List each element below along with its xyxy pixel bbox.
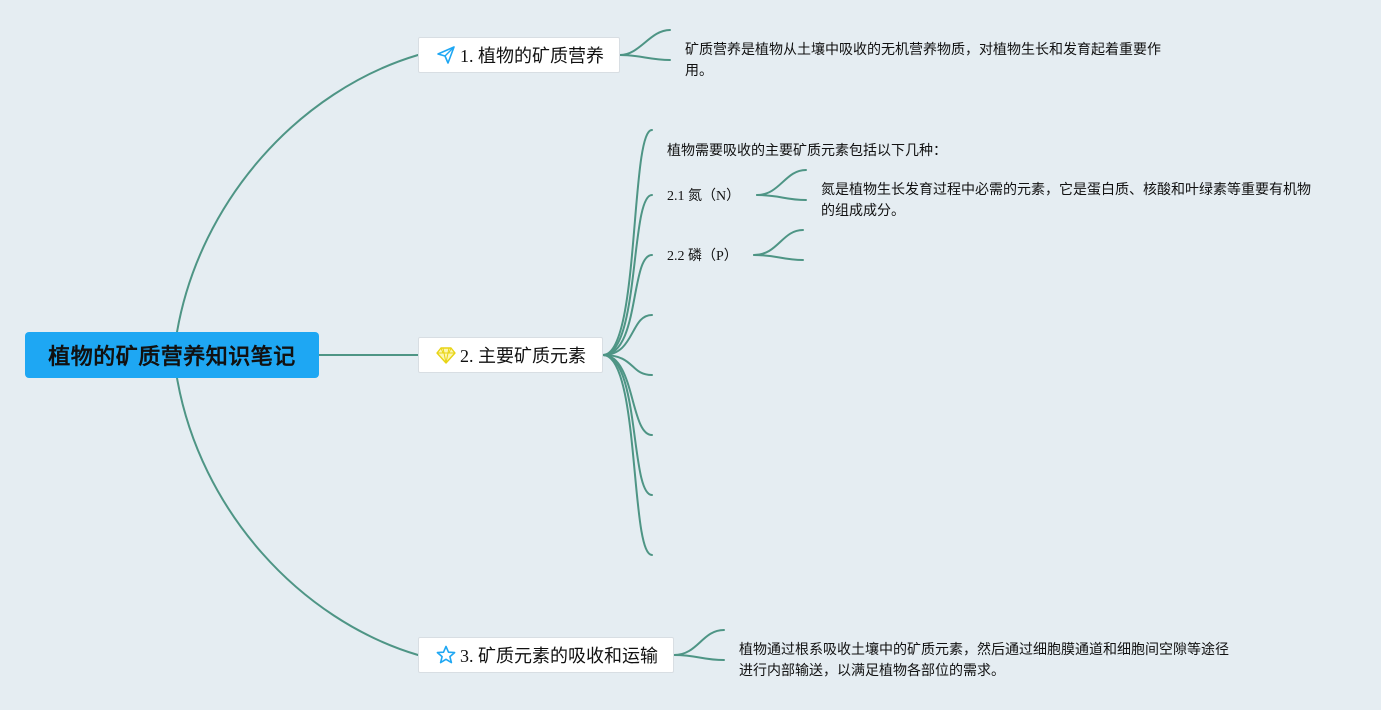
connector-root-branch-1 [176, 54, 419, 333]
subtopic-nitrogen-note[interactable]: 氮是植物生长发育过程中必需的元素，它是蛋白质、核酸和叶绿素等重要有机物的组成成分… [821, 183, 1311, 219]
branch-topic-3-label: 3. 矿质元素的吸收和运输 [460, 646, 658, 666]
connector-branch-2-child-1 [602, 129, 653, 356]
subtopic-phosphorus[interactable]: 2.2 磷（P） [667, 249, 738, 264]
connector-item-2-fork-bottom [753, 254, 804, 261]
connector-branch-2-child-7 [602, 354, 653, 496]
connector-branch-1-fork-top [619, 29, 671, 56]
connector-branch-2-child-4 [602, 314, 653, 356]
connector-branch-1-fork-bottom [619, 54, 671, 61]
branch-topic-3[interactable]: 3. 矿质元素的吸收和运输 [418, 637, 674, 673]
connector-branch-3-fork-top [673, 629, 725, 656]
star-icon [435, 644, 457, 666]
subtopic-nitrogen[interactable]: 2.1 氮（N） [667, 189, 741, 204]
connector-branch-2-child-2 [602, 194, 653, 356]
branch-topic-1[interactable]: 1. 植物的矿质营养 [418, 37, 620, 73]
connector-branch-3-fork-bottom [673, 654, 725, 661]
connector-branch-2-child-5 [602, 354, 653, 376]
branch-topic-1-label: 1. 植物的矿质营养 [460, 46, 604, 66]
connector-branch-2-child-8 [602, 354, 653, 556]
connector-branch-2-child-3 [602, 254, 653, 356]
paper-plane-icon [435, 44, 457, 66]
branch-3-note[interactable]: 植物通过根系吸收土壤中的矿质元素，然后通过细胞膜通道和细胞间空隙等途径进行内部输… [739, 643, 1229, 679]
connector-item-1-fork-bottom [756, 194, 807, 201]
branch-1-note[interactable]: 矿质营养是植物从土壤中吸收的无机营养物质，对植物生长和发育起着重要作用。 [685, 43, 1161, 79]
connector-item-1-fork-top [756, 169, 807, 196]
root-topic-label: 植物的矿质营养知识笔记 [48, 345, 296, 370]
connector-root-branch-3 [176, 377, 419, 656]
branch-topic-2-label: 2. 主要矿质元素 [460, 346, 586, 366]
connector-item-2-fork-top [753, 229, 804, 256]
root-topic[interactable]: 植物的矿质营养知识笔记 [25, 332, 319, 378]
diamond-icon [435, 344, 457, 366]
branch-2-intro[interactable]: 植物需要吸收的主要矿质元素包括以下几种： [667, 144, 947, 159]
branch-topic-2[interactable]: 2. 主要矿质元素 [418, 337, 603, 373]
